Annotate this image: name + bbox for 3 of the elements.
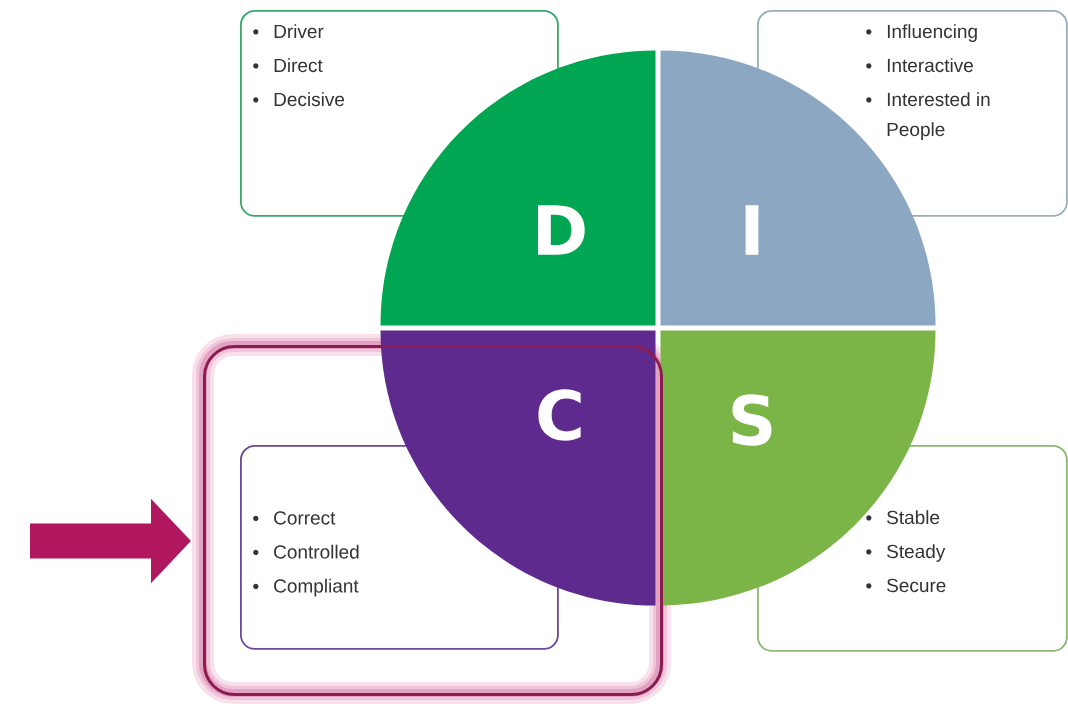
quadrant: D [380,50,656,326]
highlight-frame [203,345,663,696]
quadrant: C [380,330,656,606]
